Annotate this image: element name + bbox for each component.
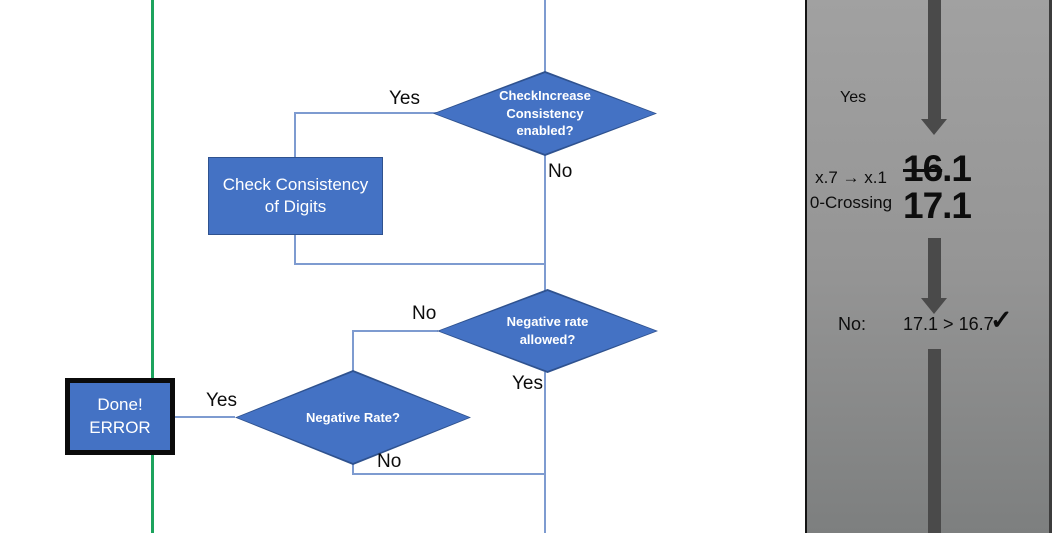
process-check-consistency-of-digits: Check Consistency of Digits [208,157,383,235]
connector-done-horizontal [173,416,235,418]
connector-negrate-no-horizontal [352,473,546,475]
panel-result-row: No: 17.1 > 16.7 [838,314,994,335]
progress-divider-line [151,0,154,533]
old-value-struck: 16 [903,148,943,189]
connector-negrate-no-vertical [352,463,354,474]
flow-arrow-middle-head [921,298,947,314]
done-label-line2: ERROR [89,417,151,437]
edge-label-yes-negative-rate-allowed: Yes [512,373,543,394]
connector-yes-branch-vertical [294,112,296,158]
done-label-line1: Done! [97,394,143,414]
decision-negative-rate-allowed: Negative rate allowed? [437,289,658,373]
decision-label: CheckIncrease Consistency enabled? [499,88,591,139]
decision-label: Negative rate allowed? [506,314,589,347]
connector-no-branch-vertical [352,330,354,371]
decision-label: Negative Rate? [306,409,400,425]
checkmark-icon: ✓ [990,305,1013,335]
flow-arrow-top-head [921,119,947,135]
flow-arrow-top-bar [928,0,941,119]
connector-middle-vertical [544,154,546,291]
decision-negative-rate: Negative Rate? [235,370,471,465]
rule-line1: x.7 → x.1 [815,168,887,187]
panel-yes-label: Yes [840,89,867,106]
process-label: Check Consistency of Digits [222,174,369,216]
window-right-edge [1049,0,1052,533]
connector-top-vertical [544,0,546,72]
flow-arrow-bottom-bar [928,349,941,533]
edge-label-no-negative-rate: No [377,451,402,472]
flow-arrow-middle-bar [928,238,941,298]
explanation-panel: Yes x.7 → x.1 0-Crossing 16.1 17.1 No: 17… [805,0,1052,533]
connector-process-out-horizontal [294,263,546,265]
result-prefix: No: [838,314,867,334]
panel-value-correction: 16.1 17.1 [903,148,972,226]
result-comparison: 17.1 > 16.7 [903,314,994,334]
rule-line2: 0-Crossing [809,192,893,212]
edge-label-no-check-increase: No [548,161,573,182]
connector-no-branch-horizontal [352,330,438,332]
edge-label-yes-check-increase: Yes [389,88,420,109]
connector-yes-branch-horizontal [294,112,437,114]
decision-check-increase-consistency: CheckIncrease Consistency enabled? [433,71,657,156]
panel-rule-annotation: x.7 → x.1 0-Crossing [805,166,897,215]
new-value: 17.1 [903,185,972,226]
edge-label-yes-negative-rate: Yes [206,390,237,411]
terminal-done-error: Done! ERROR [65,378,175,455]
old-value: 16.1 [903,148,972,189]
connector-process-out-vertical [294,235,296,264]
edge-label-no-negative-rate-allowed: No [412,303,437,324]
old-value-suffix: .1 [942,148,972,189]
connector-bottom-vertical [544,372,546,533]
